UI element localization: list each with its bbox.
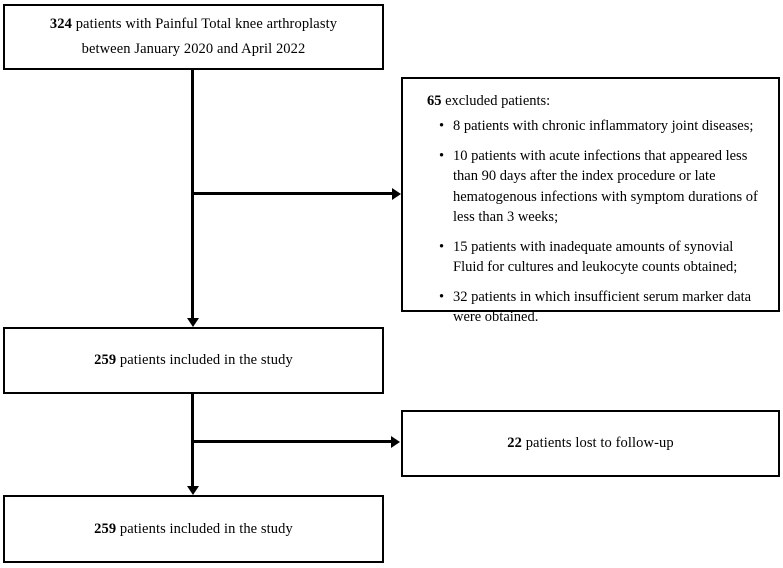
- excluded-heading-text: excluded patients:: [441, 93, 551, 109]
- box-included-second: 259 patients included in the study: [3, 495, 384, 563]
- lost-followup-count: 22: [507, 435, 522, 451]
- box-included-first: 259 patients included in the study: [3, 327, 384, 394]
- list-item: • 10 patients with acute infections that…: [414, 146, 767, 228]
- enrolled-line1-text: patients with Painful Total knee arthrop…: [71, 16, 338, 32]
- excluded-reason-text: 8 patients with chronic inflammatory joi…: [453, 118, 754, 134]
- arrowhead-down-to-included-second: [187, 486, 199, 495]
- excluded-reason-list: • 8 patients with chronic inflammatory j…: [414, 116, 767, 328]
- included-second-count: 259: [94, 520, 117, 537]
- enrolled-text: 324 patients with Painful Total knee art…: [42, 12, 345, 62]
- arrowhead-right-to-excluded: [392, 187, 401, 200]
- arrowhead-right-to-lost-followup: [391, 435, 400, 448]
- list-item: • 15 patients with inadequate amounts of…: [414, 237, 767, 278]
- bullet-icon: •: [439, 288, 445, 305]
- bullet-icon: •: [439, 118, 445, 134]
- enrolled-count: 324: [49, 16, 72, 32]
- excluded-count: 65: [427, 93, 442, 109]
- list-item: • 32 patients in which insufficient seru…: [414, 287, 767, 328]
- lost-followup-text: 22 patients lost to follow-up: [507, 431, 673, 456]
- excluded-heading: 65 excluded patients:: [427, 89, 767, 114]
- box-enrolled-cohort: 324 patients with Painful Total knee art…: [3, 4, 384, 70]
- included-first-text: 259 patients included in the study: [94, 348, 293, 373]
- included-first-label: patients included in the study: [116, 352, 293, 368]
- connector-branch-to-lost-followup: [191, 440, 392, 443]
- excluded-reason-text: 15 patients with inadequate amounts of s…: [453, 238, 738, 276]
- excluded-reason-text: 10 patients with acute infections that a…: [453, 147, 758, 226]
- lost-followup-label: patients lost to follow-up: [521, 435, 674, 451]
- box-excluded-patients: 65 excluded patients: • 8 patients with …: [401, 77, 780, 325]
- included-second-label: patients included in the study: [116, 520, 293, 537]
- bullet-icon: •: [439, 238, 445, 255]
- arrowhead-down-to-included-first: [187, 318, 199, 327]
- list-item: • 8 patients with chronic inflammatory j…: [414, 116, 767, 137]
- enrolled-line2-text: between January 2020 and April 2022: [81, 41, 306, 57]
- box-lost-to-followup: 22 patients lost to follow-up: [401, 410, 780, 477]
- bullet-icon: •: [439, 147, 445, 164]
- connector-branch-to-excluded: [191, 192, 393, 195]
- excluded-reason-text: 32 patients in which insufficient serum …: [453, 288, 752, 326]
- included-second-text: 259 patients included in the study: [94, 517, 293, 542]
- included-first-count: 259: [94, 352, 117, 368]
